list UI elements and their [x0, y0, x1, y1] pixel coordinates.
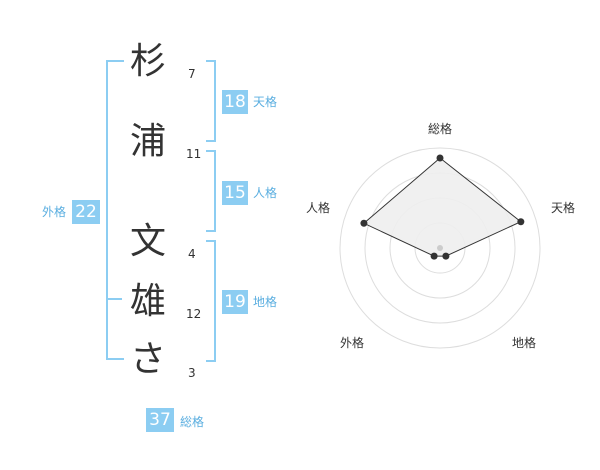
stroke-count-5: 3: [188, 366, 196, 380]
radar-ring-1: [339, 147, 541, 349]
radar-point-5: [360, 219, 368, 227]
gaikaku-badge: 22: [72, 200, 100, 224]
stroke-count-4: 12: [186, 307, 202, 321]
stroke-count-1: 7: [188, 67, 196, 81]
tenkaku-bracket: [206, 60, 216, 142]
name-char-3: 文: [129, 221, 166, 262]
radar-point-2: [517, 218, 525, 226]
radar-grid: [339, 147, 541, 349]
soukaku-label: 総格: [180, 415, 205, 429]
radar-point-4: [430, 252, 438, 260]
radar-points: [360, 154, 525, 260]
radar-label-soukaku: 総格: [428, 121, 452, 136]
radar-center-dot: [437, 245, 443, 251]
name-char-4: 雄: [129, 281, 166, 322]
radar-ring-3: [389, 197, 491, 299]
radar-label-tenkaku: 天格: [551, 200, 575, 215]
jinkaku-bracket: [206, 150, 216, 232]
gaikaku-bracket-mid-tick: [106, 298, 122, 300]
gaikaku-bracket: [106, 60, 124, 360]
radar-label-chikaku: 地格: [512, 335, 536, 350]
radar-point-3: [442, 252, 450, 260]
soukaku-badge: 37: [146, 408, 174, 432]
jinkaku-label: 人格: [253, 186, 278, 200]
chikaku-badge: 19: [222, 290, 248, 314]
jinkaku-badge: 15: [222, 181, 248, 205]
name-char-2: 浦: [129, 121, 166, 162]
radar-label-jinkaku: 人格: [306, 200, 330, 215]
radar-label-gaikaku: 外格: [340, 335, 364, 350]
radar-area: [362, 157, 522, 257]
chikaku-bracket: [206, 240, 216, 362]
stroke-count-2: 11: [186, 147, 202, 161]
tenkaku-label: 天格: [253, 95, 278, 109]
tenkaku-badge: 18: [222, 90, 248, 114]
name-char-5: さ: [129, 339, 166, 380]
radar-ring-4: [414, 222, 466, 274]
stroke-count-3: 4: [188, 247, 196, 261]
radar-ring-2: [364, 172, 516, 324]
radar-point-1: [436, 154, 444, 162]
name-char-1: 杉: [129, 41, 166, 82]
chikaku-label: 地格: [253, 295, 278, 309]
gaikaku-label: 外格: [42, 205, 67, 219]
